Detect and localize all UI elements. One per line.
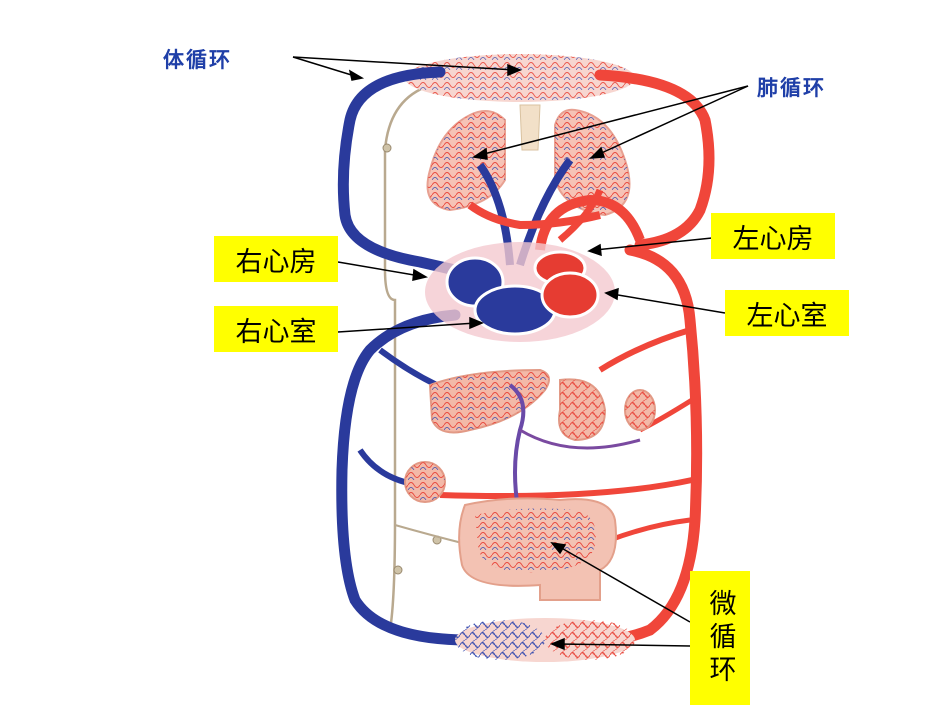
pointer-left-ventricle xyxy=(611,293,726,314)
aortic-arch xyxy=(535,194,645,251)
pointer-micro-2 xyxy=(557,643,691,647)
lower-capillary-bed-blue xyxy=(455,620,545,660)
inferior-vena-cava xyxy=(336,309,476,646)
arrow-head xyxy=(587,243,602,257)
arrow-head xyxy=(348,69,365,81)
pointer-pulmonary-2 xyxy=(596,85,749,156)
artery-branch xyxy=(439,477,693,499)
upper-capillary-bed-net xyxy=(405,54,635,102)
label-left-atrium: 左心房 xyxy=(711,213,835,259)
pulmonary-vein xyxy=(467,201,601,230)
arrow-head xyxy=(604,287,619,301)
thin-duct xyxy=(383,80,446,631)
arrow-head xyxy=(412,268,429,281)
duct-node xyxy=(382,143,392,153)
label-pulmonary-circulation: 肺循环 xyxy=(757,76,826,100)
label-systemic-circulation: 体循环 xyxy=(163,48,232,72)
kidney-net xyxy=(625,390,655,430)
arrow-head xyxy=(507,63,522,77)
pointer-systemic-2 xyxy=(292,56,516,71)
right-lung-net xyxy=(427,111,505,210)
artery-branch xyxy=(598,327,691,373)
portal-vein xyxy=(519,428,641,450)
label-microcirculation: 微循环 xyxy=(690,571,750,705)
pointer-right-ventricle xyxy=(337,322,477,333)
left-ventricle-shape xyxy=(540,271,600,319)
pointer-micro-1 xyxy=(557,545,691,623)
arrow-head xyxy=(469,316,484,330)
label-right-ventricle: 右心室 xyxy=(214,306,338,352)
pointer-systemic-1 xyxy=(292,56,359,78)
pointer-lines xyxy=(292,56,749,651)
duct-node xyxy=(393,565,403,575)
pointer-right-atrium xyxy=(337,261,421,277)
descending-aorta xyxy=(584,244,703,646)
arrow-head xyxy=(550,541,567,555)
aorta-upper xyxy=(594,69,715,251)
arrow-head xyxy=(550,637,565,651)
label-left-ventricle: 左心室 xyxy=(725,290,849,336)
trachea xyxy=(519,104,541,151)
spleen-net xyxy=(405,462,445,502)
artery-branch xyxy=(609,517,691,543)
label-right-atrium: 右心房 xyxy=(214,236,338,282)
left-lung-net xyxy=(555,109,630,215)
intestines-net xyxy=(475,508,596,573)
liver-net xyxy=(430,370,549,433)
stomach-net xyxy=(559,379,605,440)
pointer-left-atrium xyxy=(594,237,713,251)
lower-capillary-bed-red xyxy=(545,620,635,660)
arrow-head xyxy=(471,147,488,160)
superior-vena-cava xyxy=(337,66,461,276)
arrow-head xyxy=(589,146,606,159)
pointer-pulmonary-1 xyxy=(479,85,749,156)
